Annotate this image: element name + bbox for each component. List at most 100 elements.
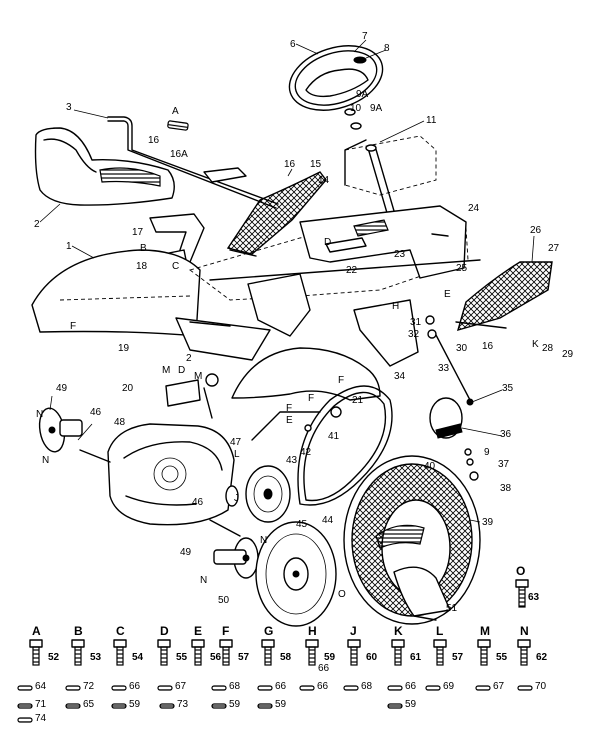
callout-f: F (70, 321, 77, 332)
tire-liner (393, 566, 451, 621)
label-part-7: 7 (362, 31, 368, 42)
label-part-44: 44 (322, 515, 334, 526)
label-part-16a: 16 (148, 135, 160, 146)
label-part-49a: 49 (56, 383, 68, 394)
label-part-41: 41 (328, 431, 340, 442)
right-hub (213, 537, 259, 579)
hardware-letter-h: H (308, 624, 317, 638)
small-part-label-68: 68 (229, 681, 241, 692)
label-part-10: 10 (350, 103, 362, 114)
brake-linkage (251, 406, 342, 441)
hardware-num-52: 52 (48, 652, 60, 663)
hardware-letter-e: E (194, 624, 203, 638)
hardware-num-55: 55 (496, 652, 508, 663)
label-part-38: 38 (500, 483, 512, 494)
callout-f2: F (338, 375, 345, 386)
hardware-letter-n: N (520, 624, 529, 638)
hardware-small-parts (17, 685, 533, 723)
bolt-n (517, 639, 531, 666)
callout-n3: N (260, 535, 268, 546)
callout-f4: F (286, 403, 293, 414)
hardware-num-60: 60 (366, 652, 378, 663)
hardware-letter-j: J (350, 624, 357, 638)
left-hub (38, 407, 83, 453)
label-part-16c: 16 (284, 159, 296, 170)
hardware-letter-b: B (74, 624, 83, 638)
small-part-label-67: 67 (493, 681, 505, 692)
hardware-num-55: 55 (176, 652, 188, 663)
label-part-18: 18 (136, 261, 148, 272)
brake-disc (429, 397, 479, 481)
bolt-e (191, 639, 205, 666)
small-part-59-r24 (211, 703, 227, 709)
small-part-label-59: 59 (229, 699, 241, 710)
small-part-69-r19 (425, 685, 441, 691)
label-part-20: 20 (122, 383, 134, 394)
hardware-num-59: 59 (324, 652, 336, 663)
label-part-19: 19 (118, 343, 130, 354)
callout-d: D (324, 237, 332, 248)
small-part-72-r11 (65, 685, 81, 691)
drive-belt (297, 385, 393, 506)
label-part-40: 40 (424, 461, 436, 472)
small-part-label-73: 73 (177, 699, 189, 710)
bolt-b (71, 639, 85, 666)
label-part-37: 37 (498, 459, 510, 470)
small-part-74-r30 (17, 717, 33, 723)
small-part-59-r22 (111, 703, 127, 709)
leader-lines (39, 39, 535, 523)
hardware-letter-d: D (160, 624, 169, 638)
small-part-59-r26 (387, 703, 403, 709)
callout-l: L (234, 449, 240, 460)
bolt-k (391, 639, 405, 666)
brake-bracket (353, 299, 474, 406)
label-part-22: 22 (346, 265, 358, 276)
dash-panel (344, 135, 437, 196)
rear-fender (31, 249, 201, 337)
label-part-6: 6 (290, 39, 296, 50)
hardware-letter-a: A (32, 624, 41, 638)
label-part-27: 27 (548, 243, 560, 254)
label-part-51: 51 (446, 603, 458, 614)
label-part-8: 8 (384, 43, 390, 54)
small-part-66-r16 (299, 685, 315, 691)
small-part-label-67: 67 (175, 681, 187, 692)
label-part-14: 14 (318, 175, 330, 186)
small-part-66-r12 (111, 685, 127, 691)
pulley (225, 465, 291, 523)
label-part-30: 30 (456, 343, 468, 354)
small-part-label-72: 72 (83, 681, 95, 692)
bolt-a (29, 639, 43, 666)
hardware-num-53: 53 (90, 652, 102, 663)
callout-c: C (172, 261, 180, 272)
hardware-num-57: 57 (238, 652, 250, 663)
steering-wheel (288, 45, 384, 111)
small-part-label-66: 66 (129, 681, 141, 692)
label-part-24: 24 (468, 203, 480, 214)
small-part-label-71: 71 (35, 699, 47, 710)
callout-m2: M (194, 371, 203, 382)
callout-f3: F (308, 393, 315, 404)
bolt-c (113, 639, 127, 666)
small-part-67-r13 (157, 685, 173, 691)
hardware-num-63: 63 (528, 592, 540, 603)
label-part-35: 35 (502, 383, 514, 394)
small-part-65-r21 (65, 703, 81, 709)
label-part-25: 25 (456, 263, 468, 274)
small-part-71-r20 (17, 703, 33, 709)
small-part-label-66: 66 (317, 681, 329, 692)
label-part-2: 2 (34, 219, 40, 230)
hardware-bolts (29, 579, 531, 666)
small-part-label-74: 74 (35, 713, 47, 724)
callout-e2: E (286, 415, 293, 426)
label-part-47: 47 (230, 437, 242, 448)
label-part-42: 42 (300, 447, 312, 458)
label-part-9a: 9A (356, 89, 369, 100)
small-part-70-r111 (517, 685, 533, 691)
small-part-label-65: 65 (83, 699, 95, 710)
hardware-letter-g: G (264, 624, 274, 638)
hardware-small-66: 66 (318, 663, 330, 674)
small-part-67-r110 (475, 685, 491, 691)
